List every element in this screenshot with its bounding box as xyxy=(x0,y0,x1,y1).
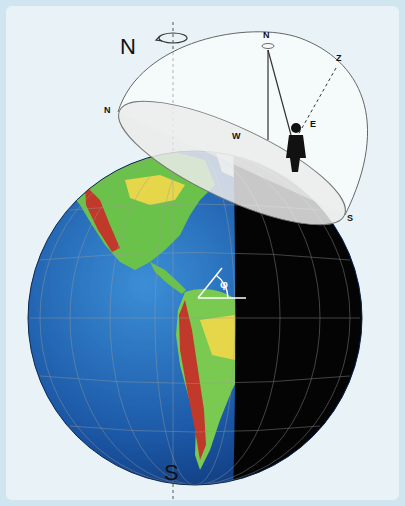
zenith-line xyxy=(298,68,336,135)
direction-label: Z xyxy=(336,54,342,63)
rotation-arrow xyxy=(159,33,187,43)
direction-label: S xyxy=(164,462,179,484)
direction-label: E xyxy=(310,120,316,129)
angle-symbol: φ xyxy=(220,279,228,290)
latitude-angle xyxy=(198,268,246,298)
direction-label: N xyxy=(104,106,111,115)
direction-label: W xyxy=(232,132,241,141)
horizon-plane xyxy=(104,78,359,248)
observer xyxy=(286,123,306,172)
direction-label: N xyxy=(263,31,270,40)
direction-label: N xyxy=(120,36,136,58)
pole-direction xyxy=(268,50,291,135)
panel xyxy=(6,6,399,500)
direction-label: S xyxy=(347,214,353,223)
